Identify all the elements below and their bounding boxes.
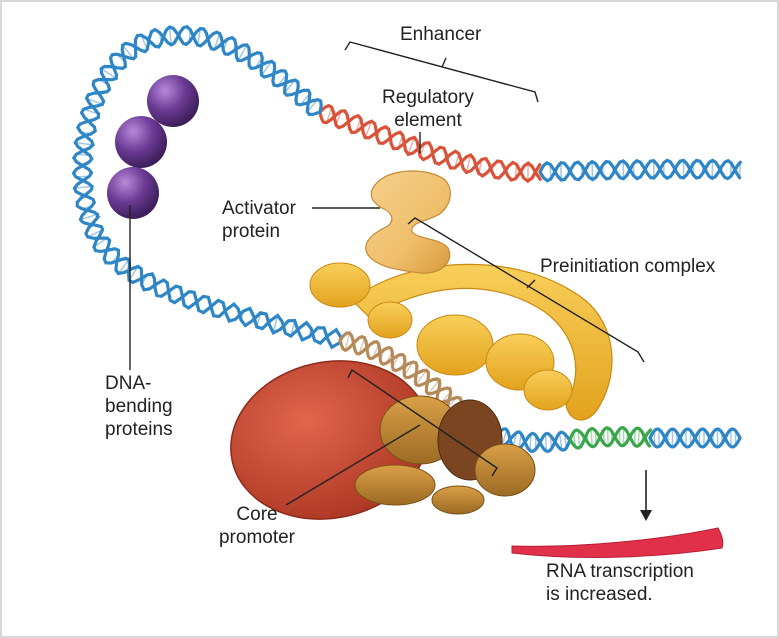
- base-pair: [196, 28, 202, 46]
- base-pair: [501, 429, 508, 447]
- dna-bending-protein-3: [107, 167, 159, 219]
- rna-transcription-label: RNA transcription is increased.: [546, 560, 694, 606]
- gtf-blob-2: [354, 464, 436, 506]
- dna-bending-label-line3: proteins: [105, 419, 173, 440]
- rna-strand: [511, 527, 724, 558]
- base-pair: [364, 120, 373, 138]
- base-pair: [168, 27, 173, 46]
- base-pair: [87, 228, 103, 238]
- complex-blob-5: [523, 369, 573, 411]
- base-pair: [284, 79, 296, 94]
- base-pair: [529, 434, 532, 451]
- dna-bending-protein-2: [115, 116, 167, 168]
- core-promoter-leader: [285, 424, 421, 506]
- dna-upper-right: [538, 158, 742, 183]
- backbone-strand-a: [538, 158, 742, 183]
- core-promoter-label-line2: promoter: [218, 527, 296, 548]
- base-pair: [325, 106, 333, 123]
- dna-lower-right: [648, 427, 742, 449]
- core-promoter-label: Core promoter: [207, 503, 307, 549]
- base-pair: [75, 141, 94, 146]
- base-pair: [272, 315, 279, 333]
- core-promoter-bracket: [347, 368, 498, 477]
- dna-bending-label-line1: DNA-: [105, 373, 152, 394]
- activator-label-line1: Activator: [222, 198, 296, 219]
- base-pair: [122, 44, 135, 60]
- backbone-strand-b: [568, 426, 651, 449]
- gtf-blob-4: [474, 443, 536, 497]
- base-pair: [606, 427, 609, 446]
- base-pair: [74, 185, 93, 189]
- backbone-strand-b: [538, 158, 742, 182]
- base-pair: [358, 337, 366, 355]
- enhancer-label: Enhancer: [400, 23, 481, 46]
- dna-bending-proteins-label: DNA- bending proteins: [105, 372, 173, 441]
- preinitiation-label-text: Preinitiation complex: [540, 256, 716, 277]
- activator-protein: [365, 170, 451, 274]
- rna-label-line2: is increased.: [546, 584, 653, 605]
- enhancer-label-text: Enhancer: [400, 24, 482, 45]
- backbone-strand-b: [338, 331, 474, 423]
- complex-blob-2: [367, 301, 413, 339]
- base-pair: [465, 154, 472, 173]
- dna-loop: [71, 24, 343, 350]
- enhancer-bracket-tick: [441, 57, 447, 68]
- dna-gene-region: [568, 426, 653, 450]
- preinitiation-bracket: [407, 217, 645, 363]
- activator-label-line2: protein: [222, 221, 281, 242]
- dna-bending-protein-1: [147, 75, 199, 127]
- base-pair: [100, 67, 117, 80]
- base-pair: [80, 213, 98, 221]
- base-pair: [213, 33, 221, 50]
- regulatory-label-line1: Regulatory: [382, 87, 474, 108]
- complex-blob-3: [416, 314, 494, 376]
- base-pair: [633, 429, 637, 445]
- base-pair: [558, 432, 563, 450]
- dna-bending-label-line2: bending: [105, 396, 173, 417]
- base-pair: [415, 369, 428, 386]
- complex-blob-1: [309, 262, 371, 308]
- activator-protein-label: Activator protein: [222, 197, 296, 243]
- base-pair: [427, 379, 440, 395]
- base-pair: [544, 433, 548, 452]
- preinitiation-complex-arc: [351, 263, 613, 421]
- preinitiation-complex-label: Preinitiation complex: [540, 255, 715, 278]
- rna-label-line1: RNA transcription: [546, 561, 694, 582]
- backbone-strand-a: [318, 109, 542, 184]
- base-pair: [577, 430, 581, 448]
- base-pair: [344, 332, 351, 351]
- base-pair: [237, 44, 248, 61]
- core-promoter-label-line1: Core: [236, 504, 278, 525]
- base-pair: [590, 428, 594, 447]
- transcription-arrowhead: [640, 510, 652, 521]
- backbone-strand-a: [338, 334, 473, 424]
- backbone-strand-b: [648, 427, 742, 449]
- regulatory-element-label: Regulatory element: [368, 86, 488, 132]
- backbone-strand-a: [71, 24, 343, 346]
- backbone-strand-b: [318, 103, 542, 182]
- base-pair: [407, 137, 416, 155]
- backbone-strand-b: [71, 25, 341, 350]
- base-pair: [637, 428, 640, 446]
- dna-regulatory-element: [318, 103, 542, 184]
- dna-core-promoter: [338, 331, 474, 424]
- base-pair: [261, 60, 273, 76]
- gtf-blob-5: [431, 485, 485, 515]
- regulatory-label-line2: element: [394, 110, 462, 131]
- base-pair: [86, 97, 103, 105]
- preinitiation-bracket-tick: [526, 279, 536, 289]
- base-pair: [117, 259, 130, 274]
